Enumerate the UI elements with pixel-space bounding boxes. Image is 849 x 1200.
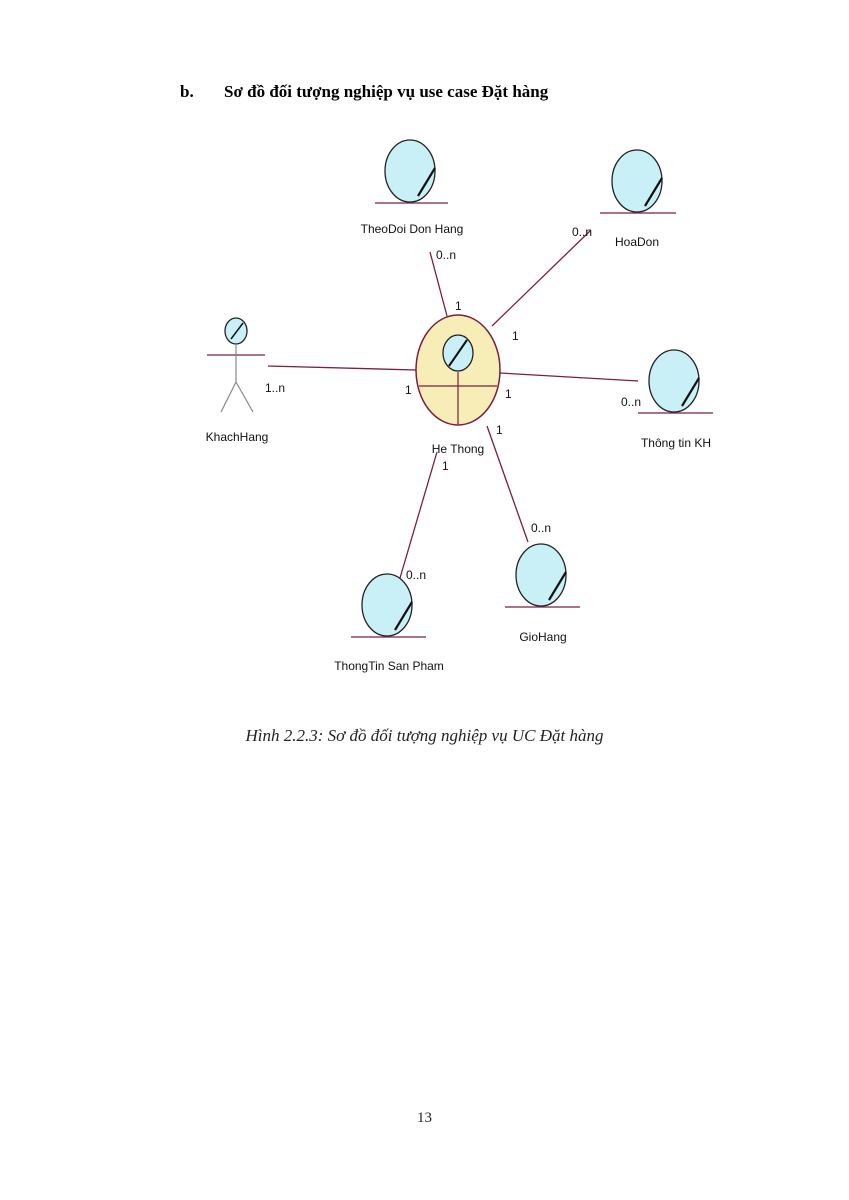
figure-caption: Hình 2.2.3: Sơ đồ đối tượng nghiệp vụ UC… bbox=[245, 726, 604, 745]
entity-circle bbox=[361, 573, 413, 637]
entity-giohang bbox=[505, 543, 580, 608]
business-worker-symbol bbox=[415, 314, 501, 426]
entity-slash bbox=[417, 167, 436, 197]
association-lines bbox=[267, 229, 639, 579]
section-number: b. bbox=[180, 82, 194, 101]
entity-circle bbox=[384, 139, 436, 203]
entity-slash bbox=[394, 601, 413, 631]
mult-theodoi-center: 1 bbox=[455, 299, 462, 313]
assoc-line-thongtinsp bbox=[399, 451, 438, 579]
entity-theodoi bbox=[375, 139, 448, 204]
assoc-line-thongtinkh bbox=[499, 372, 639, 382]
mult-theodoi-entity: 0..n bbox=[436, 248, 456, 262]
mult-giohang-center: 1 bbox=[496, 423, 503, 437]
label-thongtinsp: ThongTin San Pham bbox=[334, 659, 444, 673]
entity-thongtinkh bbox=[638, 349, 713, 414]
section-title: Sơ đồ đối tượng nghiệp vụ use case Đặt h… bbox=[224, 82, 549, 101]
mult-hoadon-entity: 0..n bbox=[572, 225, 592, 239]
mult-actor-center: 1 bbox=[405, 383, 412, 397]
section-heading: b. Sơ đồ đối tượng nghiệp vụ use case Đặt… bbox=[180, 82, 548, 102]
label-hoadon: HoaDon bbox=[615, 235, 659, 249]
label-theodoi: TheoDoi Don Hang bbox=[361, 222, 464, 236]
assoc-line-giohang bbox=[486, 425, 529, 543]
mult-hoadon-center: 1 bbox=[512, 329, 519, 343]
mult-actor-actor: 1..n bbox=[265, 381, 285, 395]
mult-thongtinkh-center: 1 bbox=[505, 387, 512, 401]
actor-symbol bbox=[207, 317, 265, 413]
label-actor: KhachHang bbox=[206, 430, 269, 444]
actor-leg-right bbox=[235, 381, 254, 413]
entity-circle bbox=[648, 349, 700, 413]
mult-thongtinkh-entity: 0..n bbox=[621, 395, 641, 409]
mult-thongtinsp-entity: 0..n bbox=[406, 568, 426, 582]
mult-giohang-entity: 0..n bbox=[531, 521, 551, 535]
entity-slash bbox=[681, 377, 700, 407]
entity-slash bbox=[548, 571, 567, 601]
label-giohang: GioHang bbox=[519, 630, 566, 644]
assoc-line-theodoi bbox=[429, 251, 448, 317]
entity-slash bbox=[644, 177, 663, 207]
label-center: He Thong bbox=[432, 442, 484, 456]
worker-slash bbox=[448, 339, 468, 367]
entity-hoadon bbox=[600, 149, 676, 214]
page-number: 13 bbox=[417, 1110, 432, 1126]
label-thongtinkh: Thông tin KH bbox=[641, 436, 711, 450]
actor-head bbox=[224, 317, 248, 345]
assoc-line-hoadon bbox=[491, 229, 592, 327]
entity-circle bbox=[515, 543, 567, 607]
entity-thongtinsp bbox=[351, 573, 426, 638]
entity-circle bbox=[611, 149, 663, 213]
actor-leg-left bbox=[220, 381, 237, 413]
mult-thongtinsp-center: 1 bbox=[442, 459, 449, 473]
assoc-line-actor bbox=[267, 365, 417, 371]
actor-head-slash bbox=[230, 322, 244, 340]
